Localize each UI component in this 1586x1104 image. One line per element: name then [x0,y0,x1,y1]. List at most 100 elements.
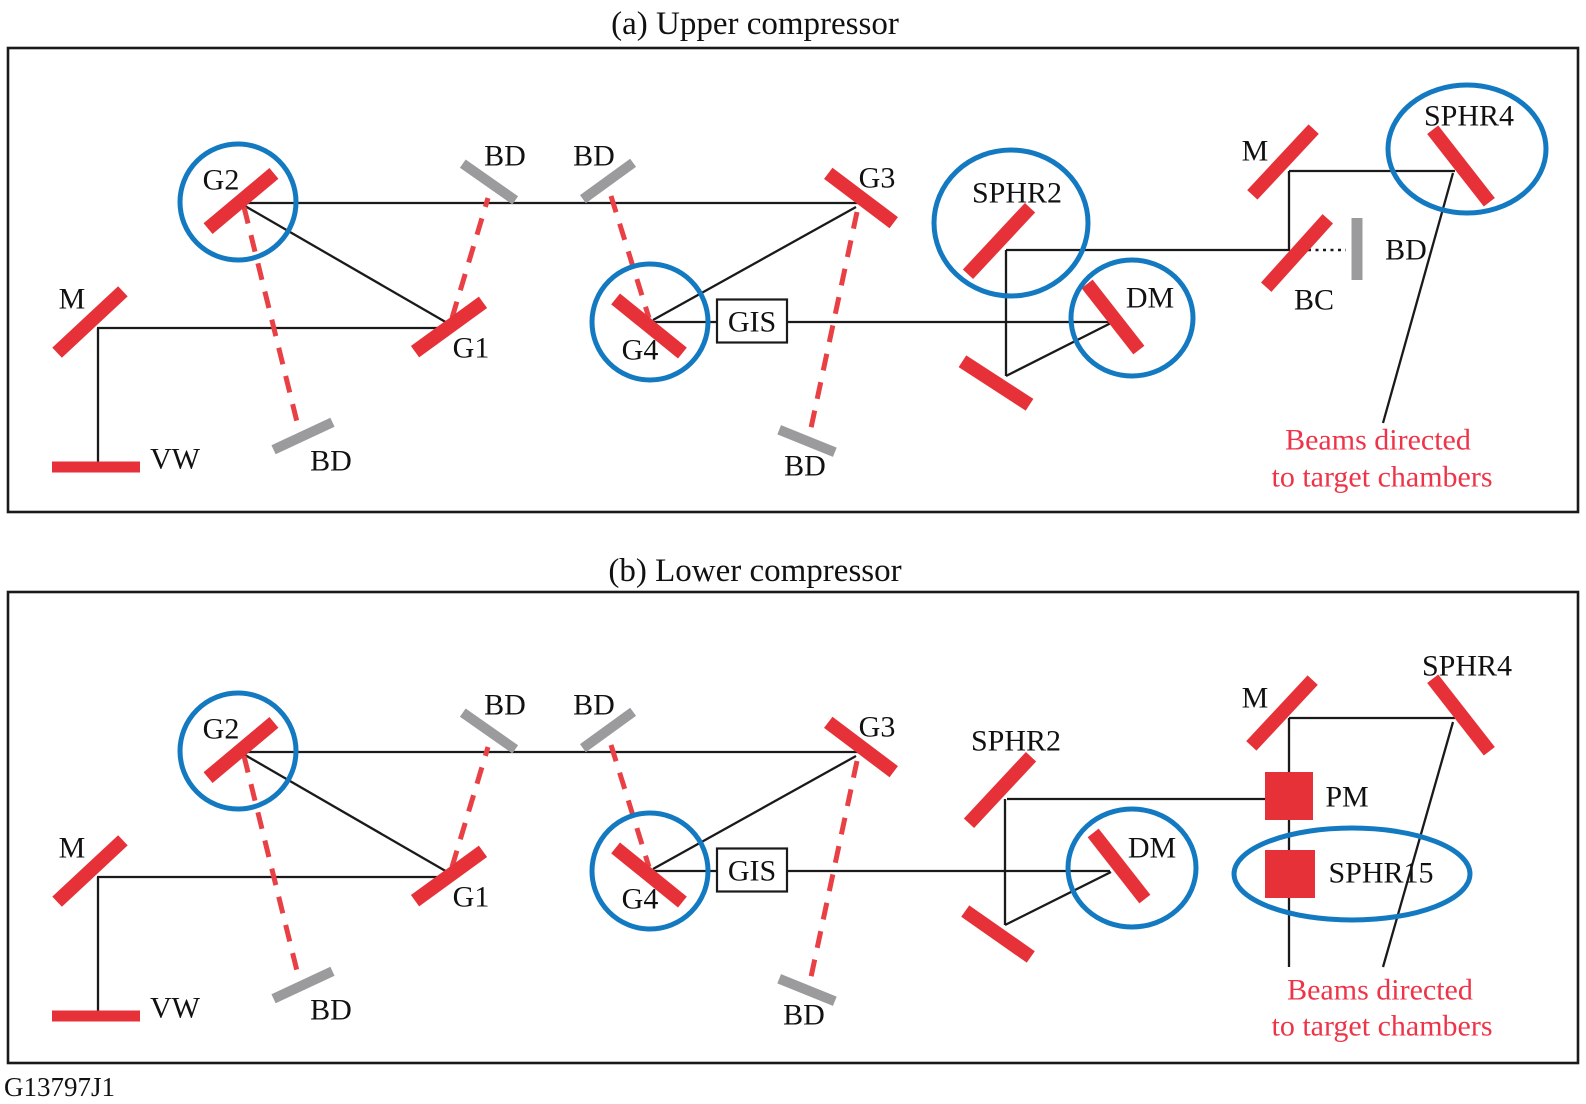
label-g4: G4 [622,883,659,916]
dash-bd-to-g4 [608,744,652,868]
mirror-junction [961,905,1035,963]
mirror-dm [1087,828,1151,904]
ring-g4 [589,810,711,932]
beam-g3-to-g4 [652,754,857,871]
beam-dump-under-g3 [777,974,837,1006]
dash-g1-to-bd [449,197,491,319]
gis-box [715,298,789,344]
beam-dump-top-1 [459,708,519,754]
panel-b-border [6,590,1580,1065]
ring-sphr2 [931,147,1091,299]
note-line-2: to target chambers [1271,461,1492,494]
ring-dm [1068,257,1196,379]
grating-g1 [410,845,488,907]
grating-g4 [611,293,687,359]
panel-a-title: (a) Upper compressor [611,6,899,42]
mirror-m-right [1247,124,1319,200]
label-bc: BC [1294,284,1334,317]
mirror-junction [958,355,1034,411]
dash-g2-to-bd [241,755,302,980]
beam-dump-right [1351,218,1363,280]
mirror-m-left [52,286,128,358]
beam-dump-top-2 [579,158,637,204]
label-bd-under-g2: BD [310,445,352,478]
dash-g3-to-bd [808,211,860,429]
label-g4: G4 [622,334,659,367]
mirror-bc [1261,214,1333,292]
label-g1: G1 [453,881,490,914]
pm-box [1265,772,1313,820]
label-dm: DM [1128,832,1176,865]
mirror-sphr2 [962,202,1036,280]
label-bd-top-1: BD [484,140,526,173]
note-line-1: Beams directed [1285,424,1471,457]
label-bd-top-2: BD [573,140,615,173]
label-vw: VW [150,992,201,1025]
panel-a-border [6,46,1580,514]
gis-box [715,847,789,893]
mirror-sphr2 [963,751,1037,829]
label-m-left: M [59,283,86,316]
beam-sphr4-to-target [1381,172,1455,424]
label-dm: DM [1126,282,1174,315]
label-m-right: M [1242,135,1269,168]
label-g1: G1 [453,332,490,365]
beam-dump-top-1 [459,159,519,205]
panel-b-title: (b) Lower compressor [608,553,902,589]
label-pm: PM [1325,781,1368,814]
label-m-left: M [59,832,86,865]
beam-dump-under-g2 [271,966,335,1004]
beam-junction-to-dm [1004,870,1112,927]
grating-g3 [824,716,898,778]
beam-g3-to-g4 [652,205,857,322]
dash-g1-to-bd [449,746,491,868]
label-sphr2: SPHR2 [972,177,1062,210]
label-bd-top-1: BD [484,689,526,722]
note-line-1: Beams directed [1287,974,1473,1007]
beam-dump-under-g2 [271,417,335,455]
label-gis: GIS [728,855,776,888]
label-g2: G2 [203,164,240,197]
dash-g2-to-bd [241,206,302,431]
ring-g2 [177,141,299,263]
beam-sphr4-to-target [1381,721,1455,968]
dash-bd-to-g4 [608,195,652,319]
sphr15-box [1265,850,1315,898]
label-vw: VW [150,443,201,476]
label-sphr15: SPHR15 [1328,857,1433,890]
label-g2: G2 [203,713,240,746]
vacuum-window [52,461,140,473]
beam-g2-to-g1 [244,754,450,874]
label-bd-under-g2: BD [310,994,352,1027]
grating-g1 [410,296,488,358]
mirror-m-right [1246,675,1318,751]
label-sphr4: SPHR4 [1422,650,1512,683]
dash-g3-to-bd [808,760,860,978]
beam-g2-to-g1 [244,205,450,325]
mirror-sphr4 [1427,674,1495,756]
label-sphr2: SPHR2 [971,725,1061,758]
beam-dump-under-g3 [777,425,837,457]
beam-junction-to-dm [1005,321,1112,378]
vacuum-window [52,1010,140,1022]
label-g3: G3 [859,162,896,195]
label-bd-under-g3: BD [784,450,826,483]
label-bd-top-2: BD [573,689,615,722]
ring-sphr15 [1231,825,1473,923]
figure-id: G13797J1 [4,1072,116,1102]
beam-dump-top-2 [579,707,637,753]
label-sphr4: SPHR4 [1424,100,1514,133]
ring-dm [1065,806,1199,930]
label-gis: GIS [728,306,776,339]
grating-g4 [611,842,687,908]
grating-g2 [203,167,279,235]
ring-g4 [589,261,711,383]
ring-g2 [177,690,299,812]
label-m-right: M [1242,682,1269,715]
grating-g2 [203,716,279,784]
label-bd-under-g3: BD [783,999,825,1032]
label-g3: G3 [859,711,896,744]
